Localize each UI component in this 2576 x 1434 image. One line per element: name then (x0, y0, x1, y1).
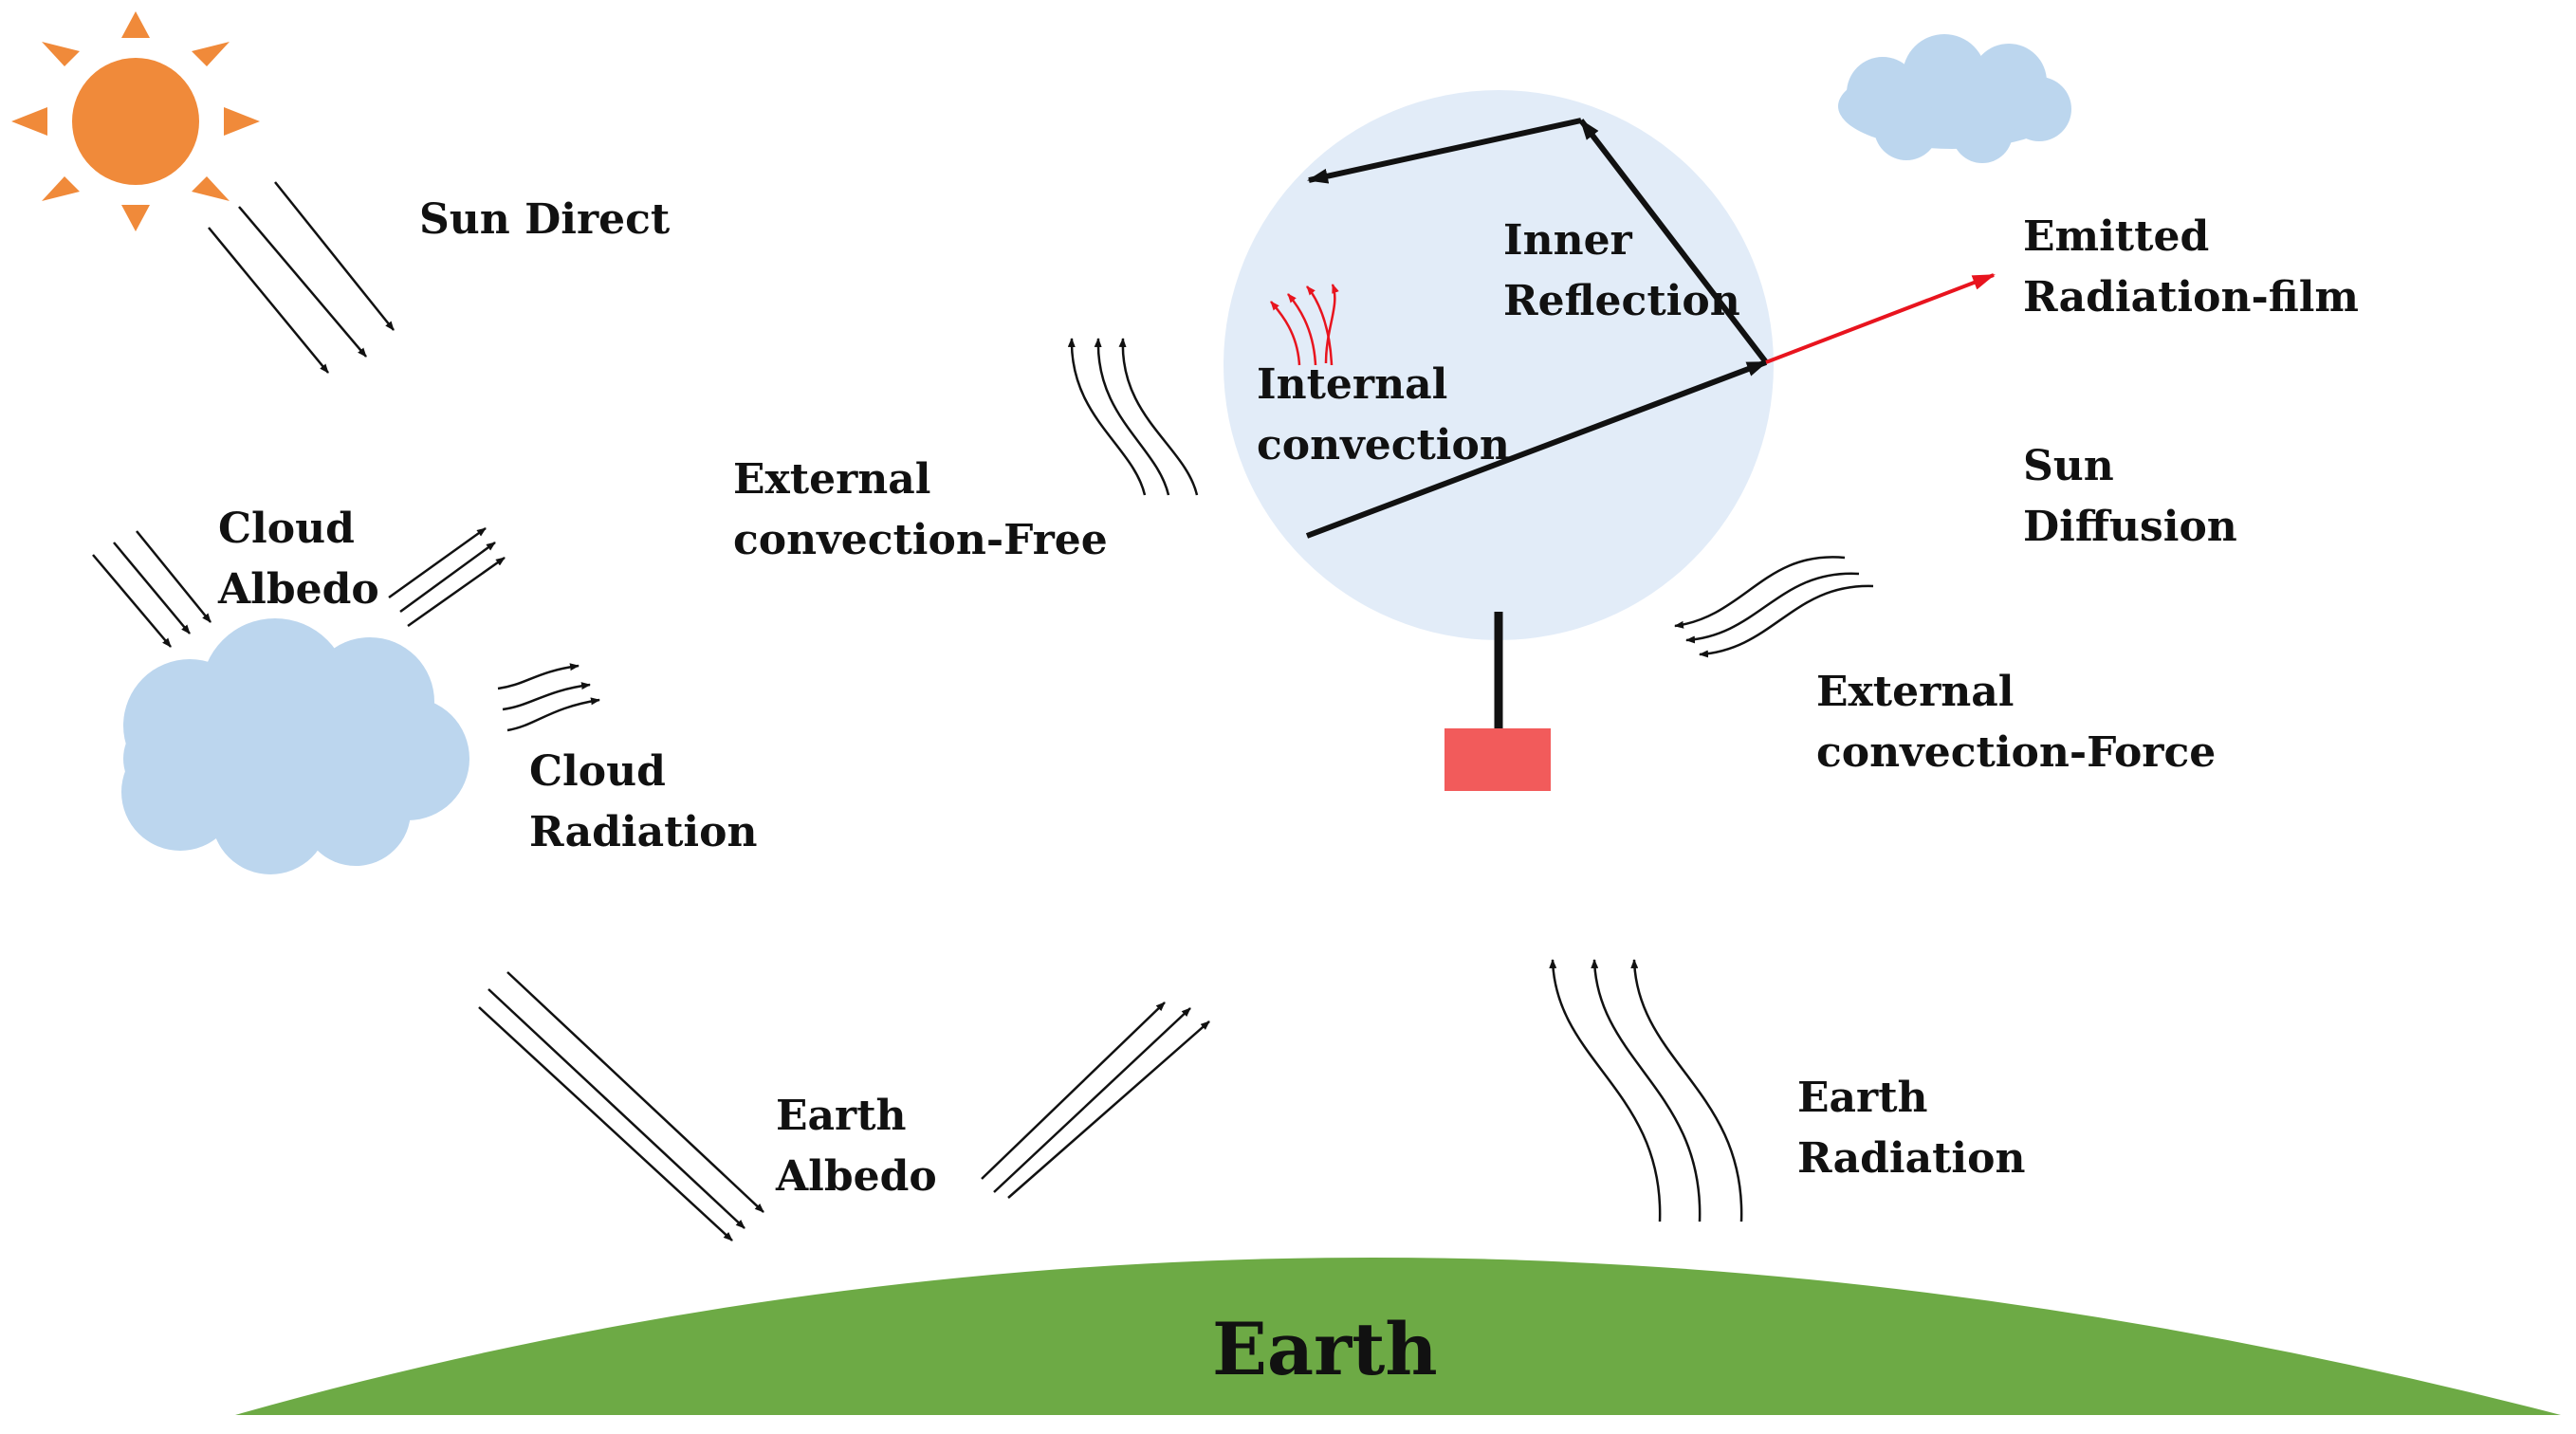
label-line-1: Sun (2023, 442, 2114, 490)
label-line-2: Diffusion (2023, 503, 2237, 551)
label-cloud-albedo: Cloud Albedo (218, 499, 379, 620)
label-emitted-radiation: Emitted Radiation-film (2023, 207, 2359, 328)
emitted-radiation-arrow (1765, 273, 1996, 364)
sun-direct-rays (208, 181, 395, 374)
label-line-1: Cloud (218, 505, 355, 553)
label-sun-direct: Sun Direct (419, 190, 670, 250)
label-line-2: Radiation-film (2023, 273, 2359, 322)
sun-icon (11, 11, 260, 231)
label-sun-diffusion: Sun Diffusion (2023, 436, 2237, 558)
label-line-2: Radiation (529, 808, 758, 856)
label-external-convection-force: External convection-Force (1816, 662, 2216, 783)
label-earth-radiation: Earth Radiation (1797, 1068, 2025, 1189)
cloud-albedo-outgoing-rays (388, 526, 506, 628)
earth-title: Earth (1212, 1307, 1438, 1391)
internal-convection-arrows (1270, 284, 1339, 366)
earth-albedo-outgoing-rays (981, 1002, 1210, 1199)
label-line-2: convection-Free (733, 516, 1108, 564)
label-line-2: Albedo (776, 1152, 937, 1201)
payload-box (1444, 728, 1551, 791)
label-line-1: Emitted (2023, 212, 2210, 261)
label-line-2: convection-Force (1816, 728, 2217, 777)
label-inner-reflection: Inner Reflection (1503, 211, 1740, 332)
cloud-albedo-incoming-rays (92, 530, 212, 648)
earth-radiation-waves (1549, 959, 1743, 1223)
label-line-1: External (733, 455, 931, 504)
external-convection-free-waves (1067, 338, 1199, 496)
balloon-sphere (1224, 90, 1774, 640)
label-earth-albedo: Earth Albedo (776, 1086, 937, 1207)
earth-ground (235, 1258, 2561, 1415)
label-line-1: Internal (1257, 360, 1448, 409)
label-line-2: Reflection (1503, 277, 1740, 325)
cloud-small-icon (1838, 34, 2071, 163)
cloud-radiation-waves (497, 663, 600, 732)
label-line-1: Earth (776, 1092, 907, 1140)
earth-albedo-incoming-rays (478, 971, 764, 1241)
inner-ray-path (1305, 118, 1769, 539)
label-line-2: convection (1257, 421, 1510, 469)
label-line-1: External (1816, 668, 2015, 716)
label-line-1: Inner (1503, 216, 1632, 265)
label-sun-direct-text: Sun Direct (419, 195, 671, 244)
label-internal-convection: Internal convection (1257, 355, 1510, 476)
label-line-2: Radiation (1797, 1134, 2026, 1183)
label-external-convection-free: External convection-Free (733, 450, 1108, 571)
label-line-2: Albedo (218, 565, 379, 614)
cloud-icon (121, 618, 469, 874)
external-convection-force-waves (1674, 556, 1874, 658)
label-line-1: Cloud (529, 747, 666, 796)
label-line-1: Earth (1797, 1074, 1928, 1122)
label-cloud-radiation: Cloud Radiation (529, 742, 757, 863)
